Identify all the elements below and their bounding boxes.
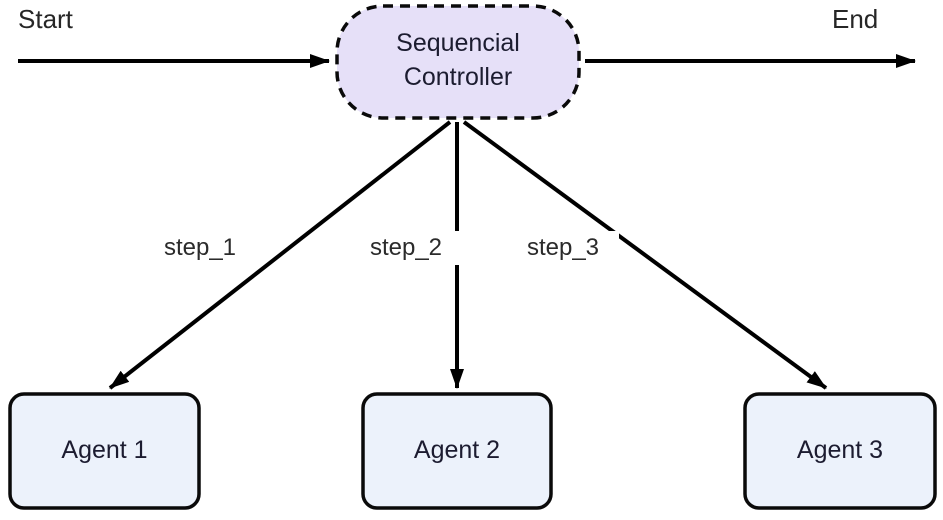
agent3-node-label: Agent 3 <box>796 436 884 465</box>
agent2-node-label: Agent 2 <box>413 436 501 465</box>
end-label: End <box>832 4 879 34</box>
edge-label-step1: step_1 <box>144 231 256 265</box>
controller-node-label: Sequencial Controller <box>396 29 520 91</box>
edge-controller-to-agent3 <box>462 120 828 390</box>
edge-controller-to-agent1 <box>108 120 452 390</box>
agent3-node-shape <box>743 392 937 510</box>
controller-node-shape <box>335 4 581 120</box>
edge-label-step2: step_2 <box>350 231 462 265</box>
edge-label-step3: step_3 <box>507 231 619 265</box>
agent1-node-label: Agent 1 <box>61 436 148 465</box>
agent1-node-shape <box>8 392 201 510</box>
start-label: Start <box>18 4 73 34</box>
agent2-node-shape <box>361 392 553 510</box>
